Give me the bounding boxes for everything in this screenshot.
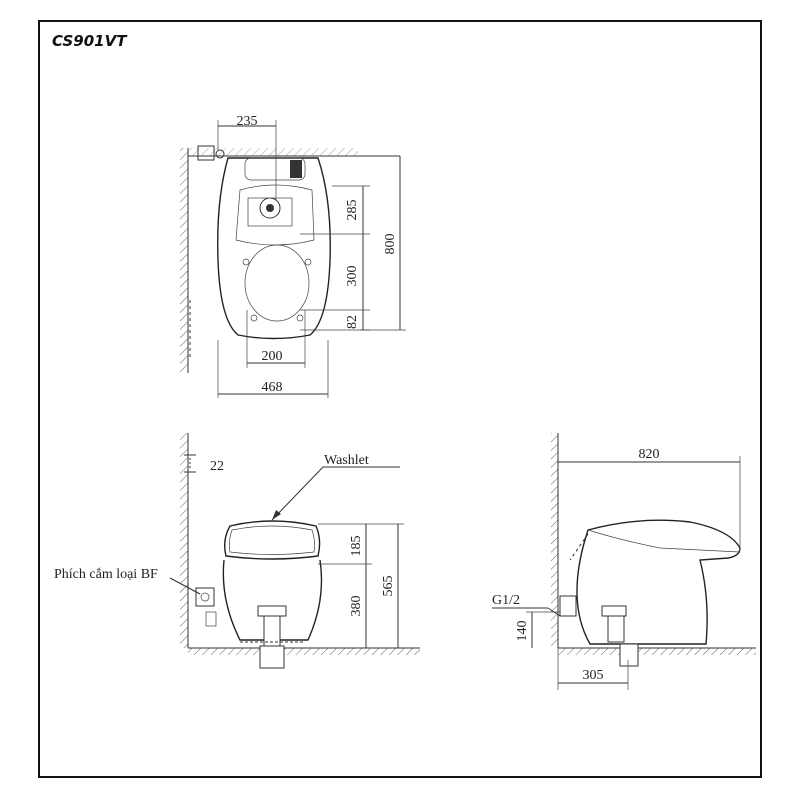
dim-380: 380 [349,596,364,617]
dim-22: 22 [210,459,224,474]
dim-285: 285 [345,200,360,221]
toilet-side-body [576,519,741,645]
front-view: 22 Washlet Phích cắm loại BF 185 380 565 [54,433,420,669]
dim-305: 305 [583,668,604,683]
model-title: CS901VT [52,32,127,50]
dim-82: 82 [345,315,360,329]
top-view: 235 285 300 82 800 200 468 [180,114,406,398]
dim-235: 235 [237,114,258,129]
plug-label: Phích cắm loại BF [54,567,158,582]
washlet-label: Washlet [324,453,369,468]
dim-565: 565 [381,576,396,597]
wall-hatch [180,148,188,373]
toilet-top-outline [217,157,331,340]
dim-820: 820 [639,447,660,462]
dim-800: 800 [383,234,398,255]
washlet-lid [223,520,321,560]
dim-468: 468 [262,380,283,395]
dim-185: 185 [349,536,364,557]
dim-300: 300 [345,266,360,287]
dim-200: 200 [262,349,283,364]
side-view: 820 G1/2 140 305 [492,433,756,690]
g12-label: G1/2 [492,593,520,608]
dim-140: 140 [515,621,530,642]
drawing-frame [38,20,762,778]
